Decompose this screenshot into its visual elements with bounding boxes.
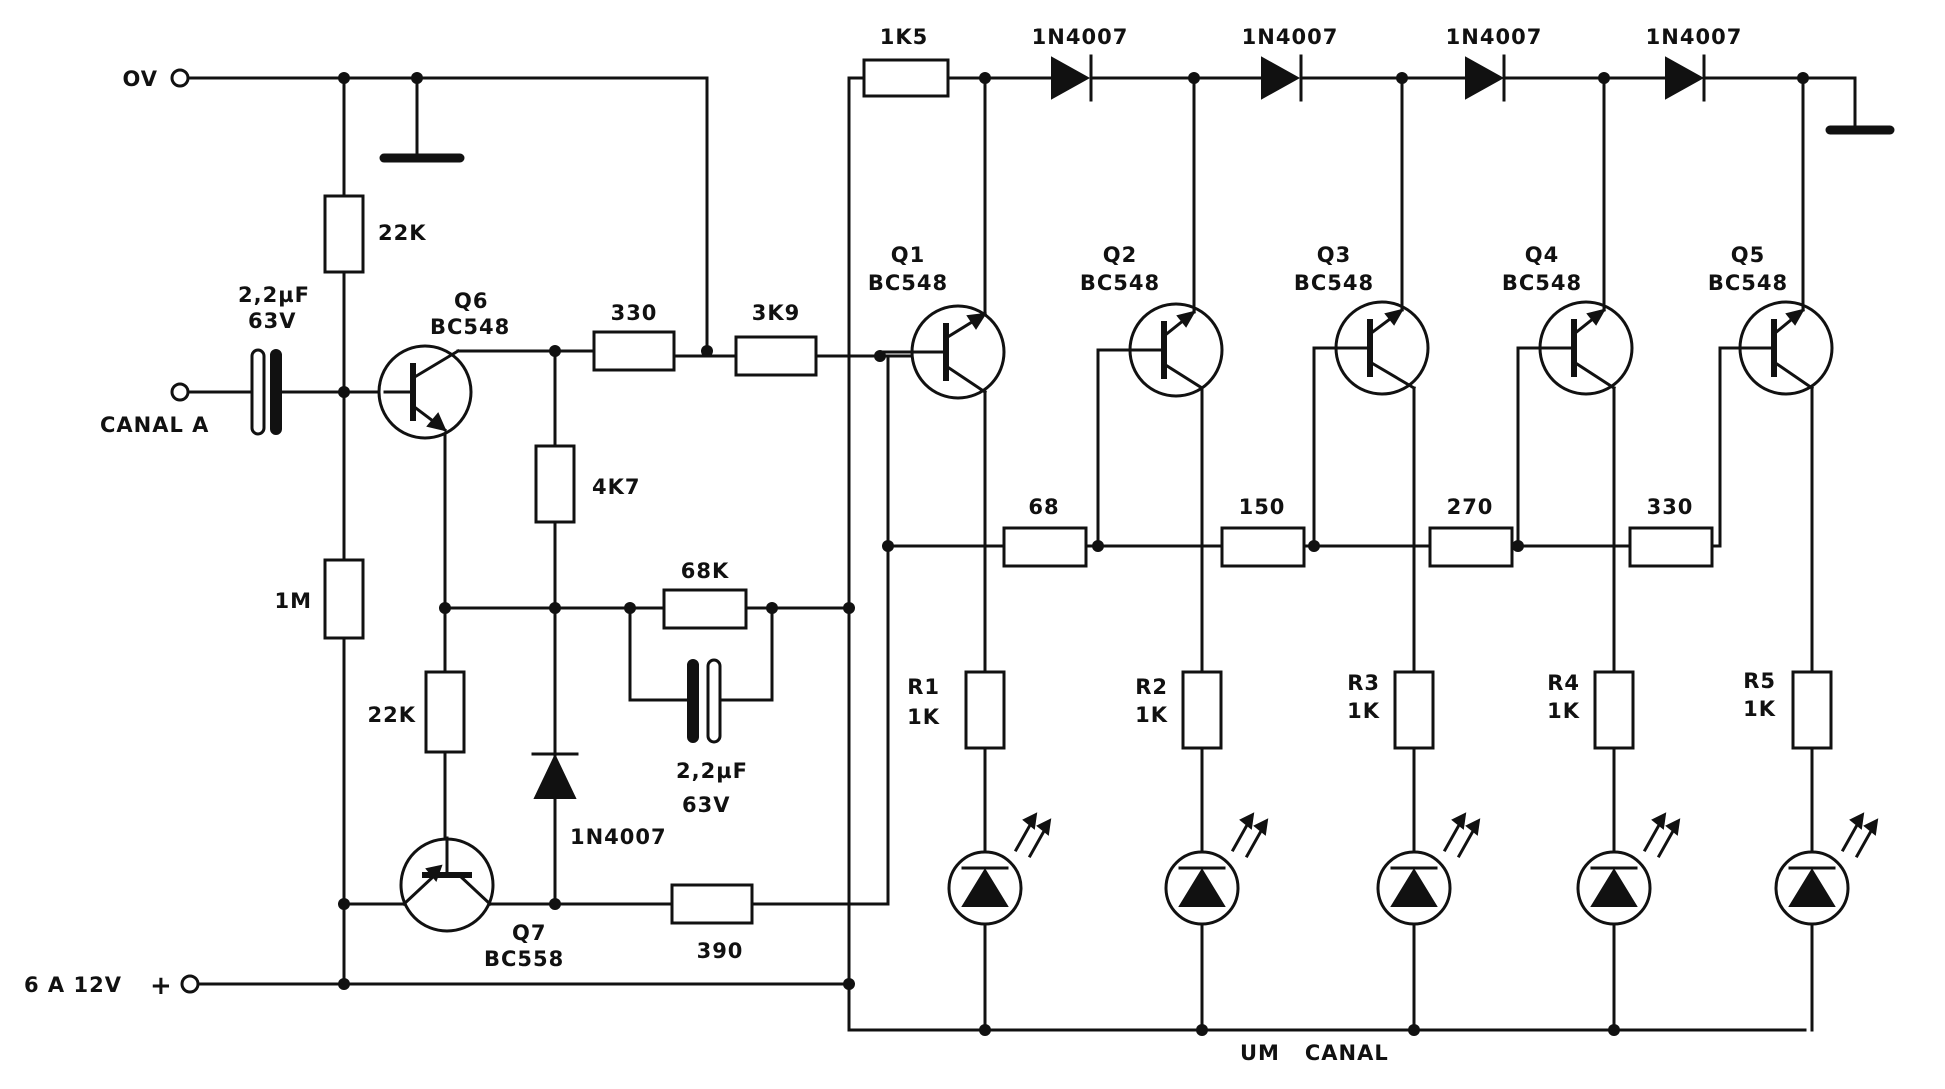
label-r1-value: 1K	[907, 705, 940, 729]
resistor-4k7	[534, 444, 576, 524]
label-q3-name: Q3	[1317, 243, 1351, 267]
label-r-68: 68	[1028, 495, 1059, 519]
label-r3-value: 1K	[1347, 699, 1380, 723]
caption: UM CANAL	[1240, 1041, 1389, 1065]
diode-top-1	[1051, 54, 1093, 102]
transistor-q2	[1128, 296, 1224, 398]
label-r-1k5: 1K5	[880, 25, 929, 49]
label-q6-name: Q6	[454, 289, 488, 313]
label-r-150: 150	[1239, 495, 1286, 519]
label-c-fb-voltage: 63V	[682, 793, 730, 817]
label-r-1m: 1M	[274, 589, 312, 613]
resistor-r4	[1593, 670, 1635, 750]
transistor-q4	[1536, 296, 1634, 396]
label-c-input-voltage: 63V	[248, 309, 296, 333]
label-q3-type: BC548	[1294, 271, 1374, 295]
label-q2-type: BC548	[1080, 271, 1160, 295]
label-q7-type: BC558	[484, 947, 564, 971]
resistor-22k-low	[424, 670, 466, 754]
label-q2-name: Q2	[1103, 243, 1137, 267]
transistor-q3	[1332, 296, 1430, 396]
label-q4-name: Q4	[1525, 243, 1559, 267]
label-r-270: 270	[1447, 495, 1494, 519]
label-q4-type: BC548	[1502, 271, 1582, 295]
resistor-r3	[1393, 670, 1435, 750]
resistors	[323, 58, 1833, 925]
terminal-canal-a	[170, 382, 190, 402]
diode-1n4007-mid	[531, 752, 579, 799]
label-q7-name: Q7	[512, 921, 546, 945]
label-r3-name: R3	[1347, 671, 1380, 695]
label-d-top-4: 1N4007	[1646, 25, 1743, 49]
resistor-390	[670, 883, 754, 925]
label-canal-a: CANAL A	[100, 413, 209, 437]
diode-top-3	[1465, 54, 1506, 102]
label-q5-name: Q5	[1731, 243, 1765, 267]
label-c-input-value: 2,2µF	[238, 283, 310, 307]
transistor-q6	[377, 344, 473, 440]
label-r-3k9: 3K9	[752, 301, 801, 325]
resistor-r5	[1791, 670, 1833, 750]
label-d-top-2: 1N4007	[1242, 25, 1339, 49]
label-r5-name: R5	[1743, 669, 1776, 693]
resistor-3k9	[734, 335, 818, 377]
label-d-top-3: 1N4007	[1446, 25, 1543, 49]
label-r-22k-low: 22K	[368, 703, 417, 727]
label-r-22k-top: 22K	[378, 221, 427, 245]
label-r-330-base: 330	[611, 301, 658, 325]
resistor-68k	[662, 588, 748, 630]
label-q6-type: BC548	[430, 315, 510, 339]
label-q5-type: BC548	[1708, 271, 1788, 295]
label-r-68k: 68K	[681, 559, 730, 583]
capacitor-feedback	[687, 658, 722, 744]
label-supply-sign: +	[150, 971, 173, 1001]
led-4	[1576, 812, 1681, 926]
label-d-1n4007-mid: 1N4007	[570, 825, 667, 849]
label-q1-name: Q1	[891, 243, 925, 267]
label-r-390: 390	[697, 939, 744, 963]
label-r2-name: R2	[1135, 675, 1168, 699]
label-d-top-1: 1N4007	[1032, 25, 1129, 49]
label-supply: 6 A 12V	[24, 973, 122, 997]
label-r-330-ladder: 330	[1647, 495, 1694, 519]
diode-top-2	[1261, 54, 1303, 102]
transistor-q7	[399, 836, 495, 933]
led-5	[1774, 812, 1879, 926]
label-c-fb-value: 2,2µF	[676, 759, 748, 783]
diode-top-4	[1665, 54, 1706, 102]
resistor-150	[1220, 526, 1306, 568]
terminal-ov	[170, 68, 190, 88]
label-r2-value: 1K	[1135, 703, 1168, 727]
capacitor-input	[250, 348, 282, 436]
label-ov: OV	[122, 67, 158, 91]
label-r4-name: R4	[1547, 671, 1580, 695]
label-r-4k7: 4K7	[592, 475, 641, 499]
resistor-1k5	[862, 58, 950, 98]
resistor-22k-top	[323, 194, 365, 274]
transistor-q1	[910, 300, 1006, 400]
labels: OV CANAL A 6 A 12V + 22K 1M 2,2µF 63V Q6…	[24, 25, 1788, 1065]
resistor-1m	[323, 558, 365, 640]
led-3	[1376, 812, 1481, 926]
terminal-supply	[180, 974, 200, 994]
transistor-q5	[1738, 296, 1834, 396]
label-q1-type: BC548	[868, 271, 948, 295]
resistor-r1	[964, 670, 1006, 750]
led-2	[1164, 812, 1269, 926]
label-r5-value: 1K	[1743, 697, 1776, 721]
resistor-330-base	[592, 330, 676, 372]
resistor-68	[1002, 526, 1088, 568]
resistor-r2	[1181, 670, 1223, 750]
label-r4-value: 1K	[1547, 699, 1580, 723]
resistor-330-ladder	[1628, 526, 1714, 568]
label-r1-name: R1	[907, 675, 940, 699]
resistor-270	[1428, 526, 1514, 568]
junction-dots	[338, 72, 1809, 1036]
led-1	[947, 812, 1052, 926]
